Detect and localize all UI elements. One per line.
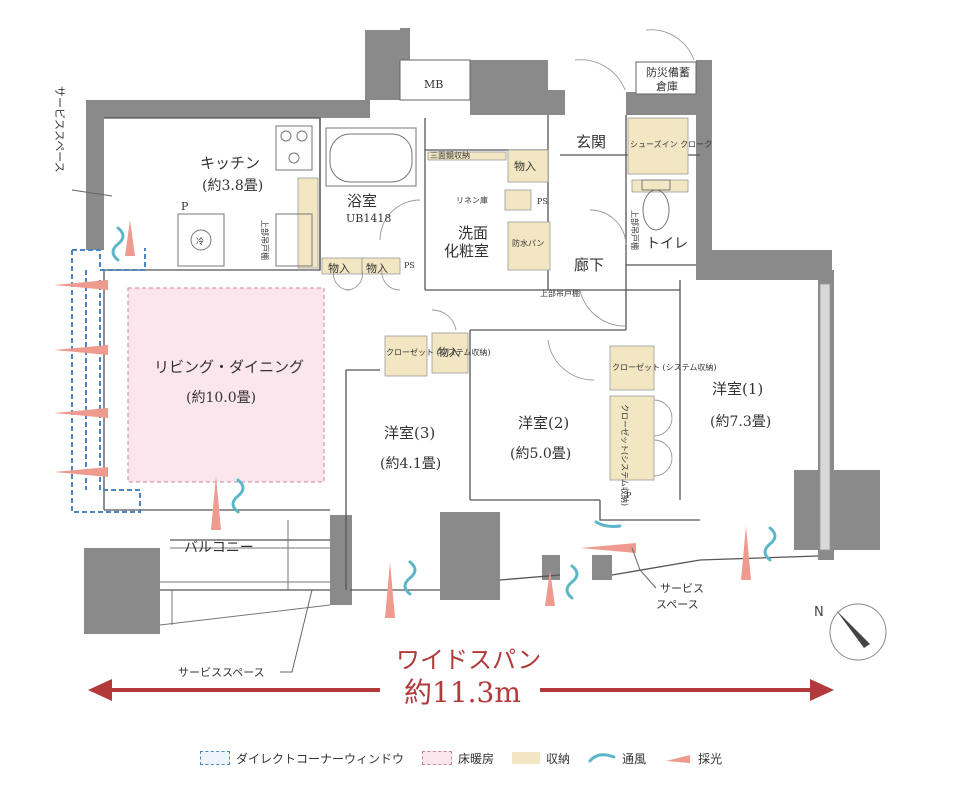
hatched-wall xyxy=(819,283,831,551)
service-space-right-label-2: スペース xyxy=(656,598,699,611)
disaster-storage-label-1: 防災備蓄 xyxy=(646,65,690,79)
room1-size: (約7.3畳) xyxy=(710,414,771,430)
service-space-right-leader xyxy=(631,547,657,589)
floor-heating-swatch xyxy=(422,751,453,765)
legend-daylight: 採光 xyxy=(664,750,722,767)
room2-size: (約5.0畳) xyxy=(510,446,571,462)
upper-cabinet-label-3: 上部吊戸棚 xyxy=(630,210,640,250)
legend-floor-heating-label: 床暖房 xyxy=(458,751,495,766)
wide-span-label: ワイドスパン xyxy=(396,646,541,674)
daylight-icon xyxy=(666,755,691,763)
legend-storage: 収納 xyxy=(512,750,570,767)
corner-window xyxy=(71,248,146,513)
legend-corner-window: ダイレクトコーナーウィンドウ xyxy=(200,750,404,767)
shoes-closet-label: シューズイン クローク xyxy=(630,139,712,149)
living-size: (約10.0畳) xyxy=(186,390,256,406)
living-name: リビング・ダイニング xyxy=(154,358,304,376)
legend-ventilation: 通風 xyxy=(588,750,646,767)
kitchen-fixtures xyxy=(177,125,417,267)
monoire-label-4: 物入 xyxy=(438,345,460,359)
legend-corner-window-label: ダイレクトコーナーウィンドウ xyxy=(236,751,405,766)
p-label-room1: P xyxy=(626,491,632,500)
room2-name: 洋室(2) xyxy=(518,414,569,432)
monoire-label-2: 物入 xyxy=(328,261,350,275)
kitchen-name: キッチン xyxy=(200,154,260,172)
monoire-label-3: 物入 xyxy=(366,261,388,275)
mb-label: MB xyxy=(424,78,443,91)
room3-size: (約4.1畳) xyxy=(380,456,441,472)
bath-code: UB1418 xyxy=(346,212,391,225)
legend-floor-heating: 床暖房 xyxy=(422,750,494,767)
monoire-label-1: 物入 xyxy=(514,159,536,173)
disaster-storage-label-2: 倉庫 xyxy=(656,79,678,93)
legend-daylight-label: 採光 xyxy=(698,751,723,766)
entrance-name: 玄関 xyxy=(576,133,606,151)
washroom-name-2: 化粧室 xyxy=(444,242,489,260)
ps-label-2: PS xyxy=(537,197,548,206)
toilet-name: トイレ xyxy=(646,236,688,252)
balcony-name: バルコニー xyxy=(184,540,254,556)
storage-swatch xyxy=(512,752,541,764)
hall-name: 廊下 xyxy=(574,256,604,274)
service-space-left-label: サービススペース xyxy=(53,86,66,173)
floor-heating-area xyxy=(127,287,325,483)
wide-span-value: 約11.3m xyxy=(404,676,521,709)
room1-name: 洋室(1) xyxy=(712,380,763,398)
fridge-label: 冷 xyxy=(196,236,204,246)
interior-walls xyxy=(103,115,819,591)
storage-areas xyxy=(297,117,689,481)
service-space-bottom-label: サービススペース xyxy=(178,666,265,679)
service-space-left-leader xyxy=(71,189,113,197)
daylight-arrows xyxy=(54,220,751,618)
closet-label-2: クローゼット (システム収納) xyxy=(612,362,717,372)
legend-storage-label: 収納 xyxy=(546,751,571,766)
kitchen-size: (約3.8畳) xyxy=(202,178,263,194)
upper-cabinet-label-1: 上部吊戸棚 xyxy=(540,288,580,298)
wide-span-arrow xyxy=(88,679,834,701)
balcony-rail xyxy=(159,520,331,626)
kitchen-p-label: P xyxy=(181,200,189,213)
three-tier-label: 三面鏡収納 xyxy=(430,150,470,160)
bath-name: 浴室 xyxy=(347,192,377,210)
service-space-right-label-1: サービス xyxy=(660,582,704,595)
closet-label-3: クローゼット(システム収納) xyxy=(620,404,630,506)
linen-label: リネン庫 xyxy=(456,195,488,205)
toilet-fixture xyxy=(641,179,671,231)
upper-cabinet-label-2: 上部吊戸棚 xyxy=(260,220,270,260)
ventilation-marks xyxy=(111,226,777,600)
svg-text:N: N xyxy=(814,605,824,620)
ps-label-1: PS xyxy=(404,261,415,270)
service-space-bottom-leader xyxy=(280,589,313,673)
closet-label-1: クローゼット (システム収納) xyxy=(386,347,491,357)
waterproof-pan-label: 防水パン xyxy=(512,238,544,248)
legend-ventilation-label: 通風 xyxy=(622,751,647,766)
corner-window-swatch xyxy=(200,751,230,765)
doors xyxy=(333,29,695,477)
room3-name: 洋室(3) xyxy=(384,424,435,442)
compass-icon: N xyxy=(814,603,887,661)
legend: ダイレクトコーナーウィンドウ 床暖房 収納 通風 採光 xyxy=(200,746,760,770)
ventilation-icon xyxy=(588,753,616,763)
washroom-name-1: 洗面 xyxy=(458,224,488,242)
